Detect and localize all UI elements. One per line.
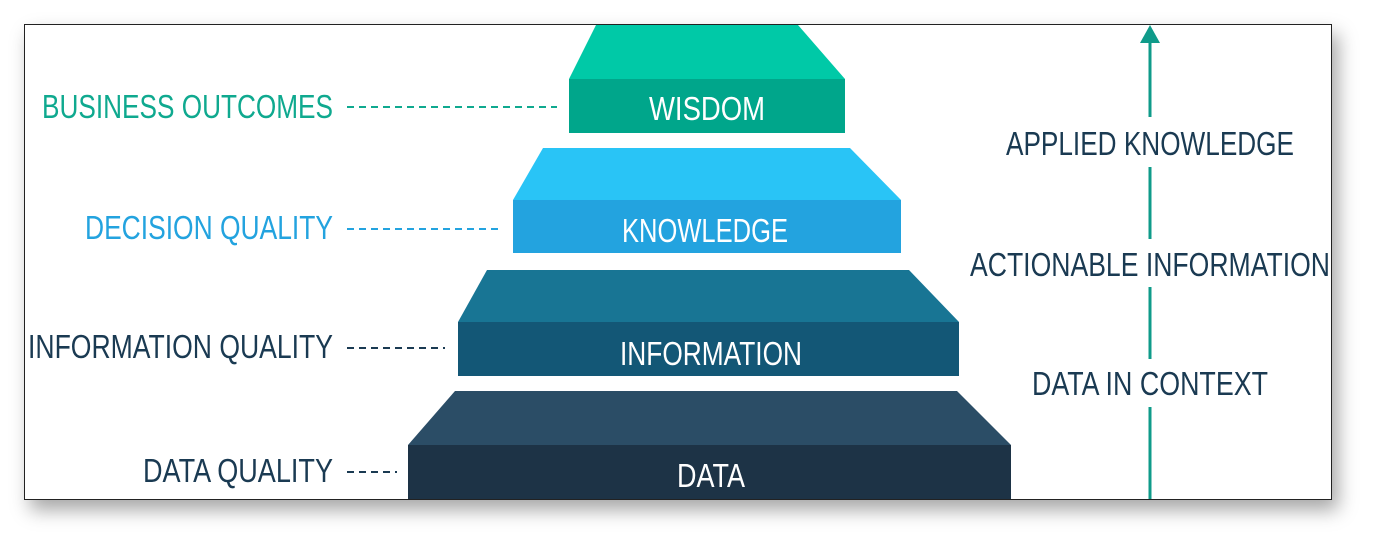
knowledge-top-face <box>513 148 901 200</box>
data-label: DATA <box>677 457 745 494</box>
information-quality-label: INFORMATION QUALITY <box>28 328 333 365</box>
wisdom-front-face <box>569 79 845 133</box>
data-top-face <box>408 391 1011 445</box>
tier-information: INFORMATION <box>458 270 959 376</box>
wisdom-top-face <box>569 25 845 79</box>
pyramid-diagram: WISDOM KNOWLEDGE INFORMATION DATA BUSINE… <box>28 25 1330 499</box>
arrow-head-icon <box>1140 25 1160 43</box>
decision-quality-label: DECISION QUALITY <box>85 209 333 246</box>
data-front-face <box>408 445 1011 499</box>
tier-wisdom: WISDOM <box>569 25 845 133</box>
knowledge-front-face <box>513 200 901 253</box>
information-label: INFORMATION <box>620 335 802 372</box>
diagram-frame: WISDOM KNOWLEDGE INFORMATION DATA BUSINE… <box>24 24 1332 500</box>
progression-arrow <box>1140 25 1160 499</box>
wisdom-label: WISDOM <box>649 90 765 127</box>
tier-knowledge: KNOWLEDGE <box>513 148 901 253</box>
data-quality-label: DATA QUALITY <box>143 452 333 489</box>
data-in-context-label: DATA IN CONTEXT <box>1032 365 1268 402</box>
applied-knowledge-label: APPLIED KNOWLEDGE <box>1006 125 1294 162</box>
information-top-face <box>458 270 959 322</box>
information-front-face <box>458 322 959 376</box>
knowledge-label: KNOWLEDGE <box>622 212 788 249</box>
actionable-information-label: ACTIONABLE INFORMATION <box>970 246 1330 283</box>
business-outcomes-label: BUSINESS OUTCOMES <box>42 88 333 125</box>
tier-data: DATA <box>408 391 1011 499</box>
